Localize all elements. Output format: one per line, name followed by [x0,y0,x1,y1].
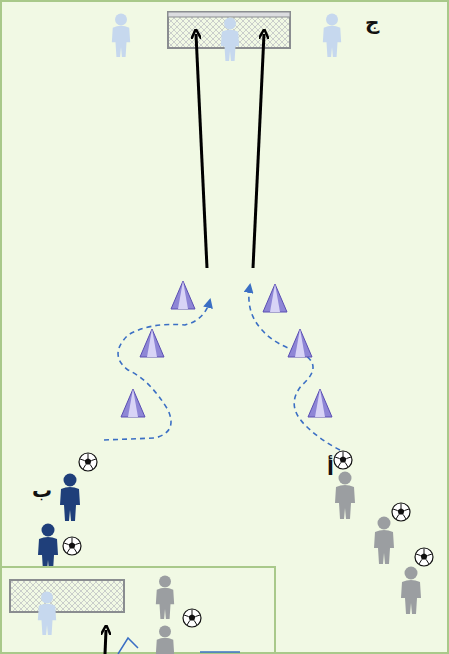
balls [63,451,433,566]
inset-diagram [1,567,275,654]
team-letter: ب [32,480,52,500]
team-letter: أ [327,458,334,478]
team-a-players [335,472,421,615]
shot-arrows [196,34,264,268]
dribble-paths [104,285,340,450]
cones [121,281,332,417]
team-letter: ج [365,12,379,32]
goalkeepers [112,13,341,61]
